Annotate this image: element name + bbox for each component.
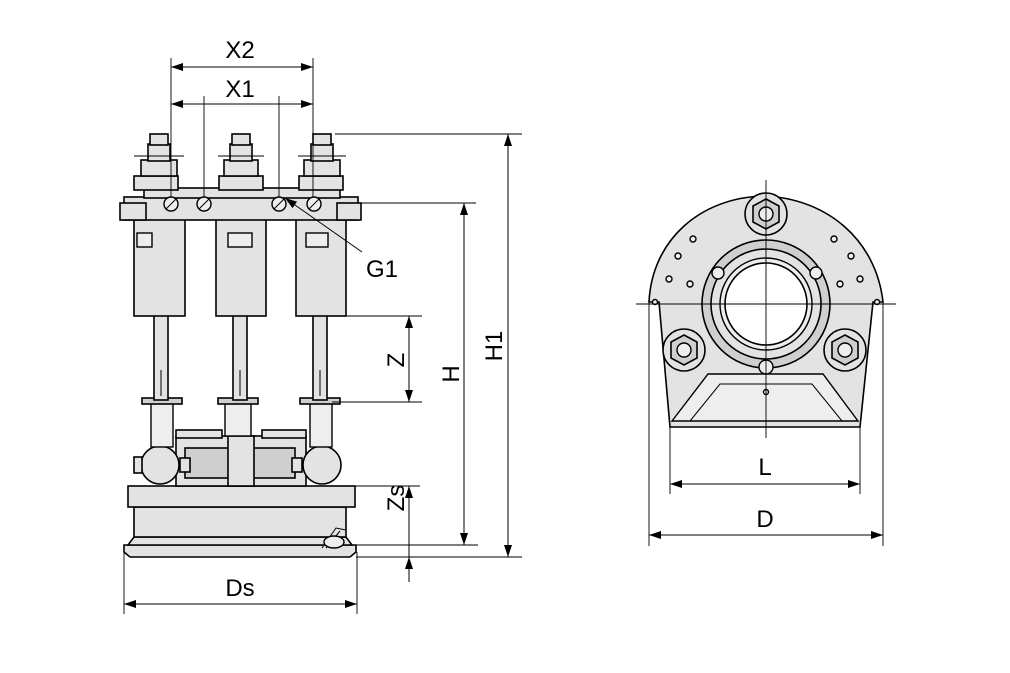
ball-joint-stud <box>133 456 143 474</box>
side-view <box>119 133 362 558</box>
lower-block-stub-right <box>291 457 303 473</box>
base-cone <box>126 536 354 546</box>
label-g1: G1 <box>366 256 398 283</box>
base-foot <box>123 544 357 558</box>
lower-block-tab-right <box>261 429 307 439</box>
front-view <box>636 180 896 438</box>
base-ring <box>133 506 347 538</box>
front-inner-bolt-2 <box>809 266 823 280</box>
nut-stack-right <box>298 133 346 191</box>
cylinder-window-right <box>305 232 329 248</box>
label-ds: Ds <box>225 575 254 602</box>
pin-guide-center <box>224 401 252 437</box>
label-h1: H1 <box>481 331 508 362</box>
label-l: L <box>758 454 771 481</box>
manifold-bar <box>123 196 359 221</box>
label-d: D <box>756 506 773 533</box>
nut-stack-center <box>218 133 264 191</box>
manifold-ports <box>163 196 322 212</box>
lower-block-center <box>227 435 255 487</box>
nut-stack-left <box>133 133 184 191</box>
pin-guide-right <box>309 401 333 448</box>
manifold-end-left <box>119 202 147 221</box>
ball-joint-left <box>140 445 180 485</box>
front-view-dimensions <box>648 302 884 546</box>
front-bolt-left <box>662 328 706 372</box>
label-x1: X1 <box>225 76 254 103</box>
front-bolt-right <box>823 328 867 372</box>
cylinder-window-left <box>136 232 153 248</box>
base-port-ring <box>323 535 345 549</box>
pin-guide-left <box>150 401 174 448</box>
label-zs: Zs <box>383 485 410 512</box>
front-small-holes <box>651 235 881 396</box>
base-plate <box>127 485 356 508</box>
pin-grooves <box>160 370 321 396</box>
side-view-dimensions <box>123 58 522 614</box>
lower-block-tab-left <box>175 429 223 439</box>
leader-g1 <box>284 197 363 253</box>
lower-block-stub-left <box>179 457 191 473</box>
dimension-labels: X2 X1 G1 Z H H1 Zs Ds L D <box>225 37 773 602</box>
label-h: H <box>438 365 465 382</box>
label-z: Z <box>383 353 410 368</box>
ball-joint-right <box>302 445 342 485</box>
manifold-end-right <box>336 202 362 221</box>
cylinder-window-center <box>227 232 253 248</box>
front-inner-bolt-1 <box>711 266 725 280</box>
label-x2: X2 <box>225 37 254 64</box>
